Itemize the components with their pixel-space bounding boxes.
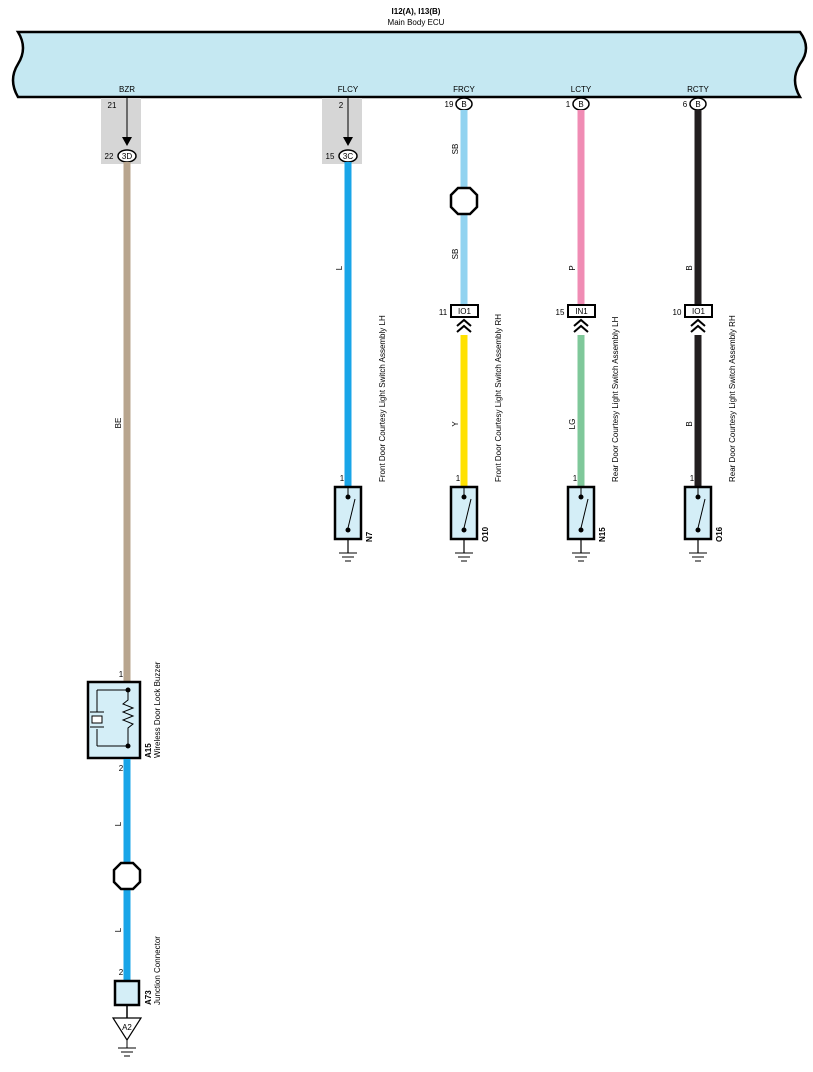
device-name: Front Door Courtesy Light Switch Assembl… bbox=[378, 315, 387, 482]
terminal-rcty: RCTY bbox=[687, 85, 709, 94]
connector-chevron-icon bbox=[573, 324, 589, 333]
junction-connector-body bbox=[113, 979, 141, 1007]
wire-code: BE bbox=[114, 418, 123, 429]
connector-label: B bbox=[578, 100, 583, 109]
device-code: A15 bbox=[144, 743, 153, 758]
device-code: O16 bbox=[715, 526, 724, 542]
wire-code: SB bbox=[451, 249, 460, 260]
switch-lever-icon bbox=[580, 498, 589, 529]
pin-label: 1 bbox=[566, 100, 571, 109]
device-code: N7 bbox=[365, 531, 374, 542]
connector-label: B bbox=[695, 100, 700, 109]
wire-code: SB bbox=[451, 144, 460, 155]
resistor-icon bbox=[121, 690, 135, 746]
circuit-frcy: 19 B SB SB 11 IO1 Y Front Door Courtesy … bbox=[439, 97, 503, 562]
circuit-flcy: 2 15 3C L Front Door Courtesy Light Swit… bbox=[322, 98, 387, 562]
switch-contact bbox=[695, 494, 701, 500]
wire-code: Y bbox=[451, 421, 460, 427]
switch-contact bbox=[695, 527, 701, 533]
circuit-bzr: 21 22 3D BE 1 2 A15 Wireless Door Lock B… bbox=[86, 98, 162, 1057]
arrow-icon bbox=[343, 137, 353, 146]
connector-chevron-icon bbox=[690, 324, 706, 333]
connector-chevron-icon bbox=[456, 318, 472, 327]
pin-label: 6 bbox=[683, 100, 688, 109]
device-name: Front Door Courtesy Light Switch Assembl… bbox=[494, 314, 503, 482]
device-code: A73 bbox=[144, 990, 153, 1005]
splice-point-icon bbox=[112, 861, 142, 891]
terminal-bzr: BZR bbox=[119, 85, 135, 94]
junction-label: 3D bbox=[122, 152, 132, 161]
splice-point-icon bbox=[449, 186, 479, 216]
device-name: Junction Connector bbox=[153, 936, 162, 1005]
ecu-name: Main Body ECU bbox=[388, 18, 445, 27]
device-name: Rear Door Courtesy Light Switch Assembly… bbox=[728, 315, 737, 482]
ground-label: A2 bbox=[122, 1023, 132, 1032]
device-code: N15 bbox=[598, 527, 607, 542]
wire-code: L bbox=[335, 265, 344, 270]
ground-triangle-icon bbox=[111, 1017, 143, 1042]
pin-label: 2 bbox=[339, 101, 344, 110]
wire-code: L bbox=[114, 927, 123, 932]
terminal-flcy: FLCY bbox=[338, 85, 359, 94]
device-name: Wireless Door Lock Buzzer bbox=[153, 661, 162, 758]
connector-label: B bbox=[461, 100, 466, 109]
connector-chevron-icon bbox=[456, 324, 472, 333]
wire-code: B bbox=[685, 421, 694, 426]
circuit-lcty: 1 B P 15 IN1 LG Rear Door Courtesy Light… bbox=[556, 97, 620, 562]
switch-lever-icon bbox=[697, 498, 706, 529]
switch-lever-icon bbox=[347, 498, 356, 529]
pin-label: 11 bbox=[439, 308, 448, 317]
pin-label: 10 bbox=[673, 308, 682, 317]
pin-label: 1 bbox=[119, 670, 124, 679]
pin-label: 2 bbox=[119, 764, 124, 773]
inline-connector-label: IO1 bbox=[458, 307, 471, 316]
switch-contact bbox=[461, 494, 467, 500]
wire-code: P bbox=[568, 265, 577, 270]
pin-label: 1 bbox=[573, 474, 578, 483]
ecu-code: I12(A), I13(B) bbox=[392, 7, 441, 16]
wire-code: LG bbox=[568, 419, 577, 430]
switch-lever-icon bbox=[463, 498, 472, 529]
terminal-frcy: FRCY bbox=[453, 85, 475, 94]
device-name: Rear Door Courtesy Light Switch Assembly… bbox=[611, 316, 620, 482]
inline-connector bbox=[450, 304, 479, 318]
connector-chevron-icon bbox=[573, 318, 589, 327]
terminal-lcty: LCTY bbox=[571, 85, 592, 94]
pin-label: 21 bbox=[108, 101, 117, 110]
pin-label: 1 bbox=[456, 474, 461, 483]
switch-contact bbox=[461, 527, 467, 533]
pin-label: 15 bbox=[556, 308, 565, 317]
pin-label: 19 bbox=[445, 100, 454, 109]
inline-connector-label: IO1 bbox=[692, 307, 705, 316]
inline-connector-label: IN1 bbox=[575, 307, 588, 316]
pin-label: 1 bbox=[690, 474, 695, 483]
wire-code: L bbox=[114, 821, 123, 826]
switch-contact bbox=[578, 494, 584, 500]
switch-contact bbox=[345, 494, 351, 500]
wire-code: B bbox=[685, 265, 694, 270]
pin-label: 22 bbox=[105, 152, 114, 161]
connector-chevron-icon bbox=[690, 318, 706, 327]
device-code: O10 bbox=[481, 526, 490, 542]
arrow-icon bbox=[122, 137, 132, 146]
inline-connector bbox=[684, 304, 713, 318]
inline-connector bbox=[567, 304, 596, 318]
buzzer-crystal-icon bbox=[91, 715, 103, 724]
pin-label: 2 bbox=[119, 968, 124, 977]
ecu-body bbox=[11, 30, 808, 99]
switch-contact bbox=[345, 527, 351, 533]
junction-label: 3C bbox=[343, 152, 353, 161]
circuit-rcty: 6 B B 10 IO1 B Rear Door Courtesy Light … bbox=[673, 97, 737, 562]
pin-label: 15 bbox=[326, 152, 335, 161]
switch-contact bbox=[578, 527, 584, 533]
pin-label: 1 bbox=[340, 474, 345, 483]
